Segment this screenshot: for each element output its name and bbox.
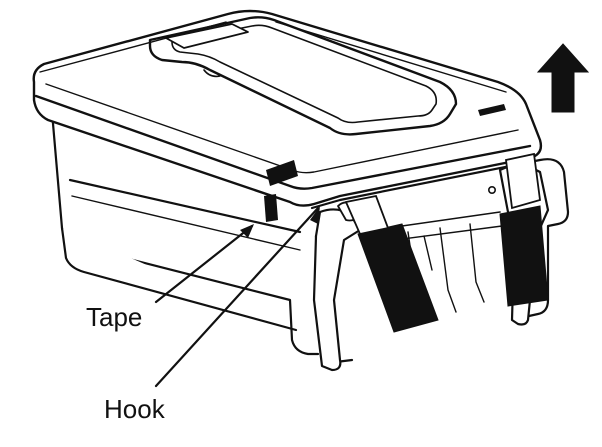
hinge-arm-left	[312, 208, 362, 372]
cover-center-panel-inner	[171, 24, 438, 124]
rib-3	[469, 223, 485, 303]
cover-top-tab	[165, 23, 249, 49]
tape-strip-left-top-fold	[344, 194, 390, 236]
cover-tapes	[264, 104, 506, 222]
base-inner-line-2	[71, 195, 301, 251]
hook-leader-line	[154, 206, 320, 388]
tape-leader-line	[154, 224, 254, 304]
tape-strip-right-top-fold	[505, 152, 541, 210]
cover-edge-line-right	[275, 21, 507, 93]
tape-leader-arrowhead	[240, 224, 254, 238]
base-inner-line	[68, 178, 302, 234]
callout-arrowheads	[240, 206, 320, 238]
hook-leader-arrowhead	[310, 206, 320, 224]
tape-label: Tape	[86, 302, 142, 332]
top-cover	[32, 9, 543, 207]
cover-edge-line-left	[39, 21, 227, 73]
tape-strip-right-large	[499, 205, 549, 307]
rib-5	[423, 235, 433, 271]
screw-hole	[487, 186, 496, 195]
rib-2	[439, 227, 457, 313]
hook-label: Hook	[104, 394, 166, 424]
tape-strip-cover-side	[264, 194, 278, 222]
tape-strip-cover-front	[266, 160, 298, 186]
tape-strip-cover-right	[478, 104, 506, 116]
rear-tapes	[344, 152, 549, 333]
base-front-edge	[60, 226, 298, 332]
cover-panel-groove	[203, 69, 221, 78]
up-arrow-icon	[536, 43, 590, 113]
cover-front-lip	[34, 94, 532, 190]
callout-leaders	[154, 206, 320, 388]
